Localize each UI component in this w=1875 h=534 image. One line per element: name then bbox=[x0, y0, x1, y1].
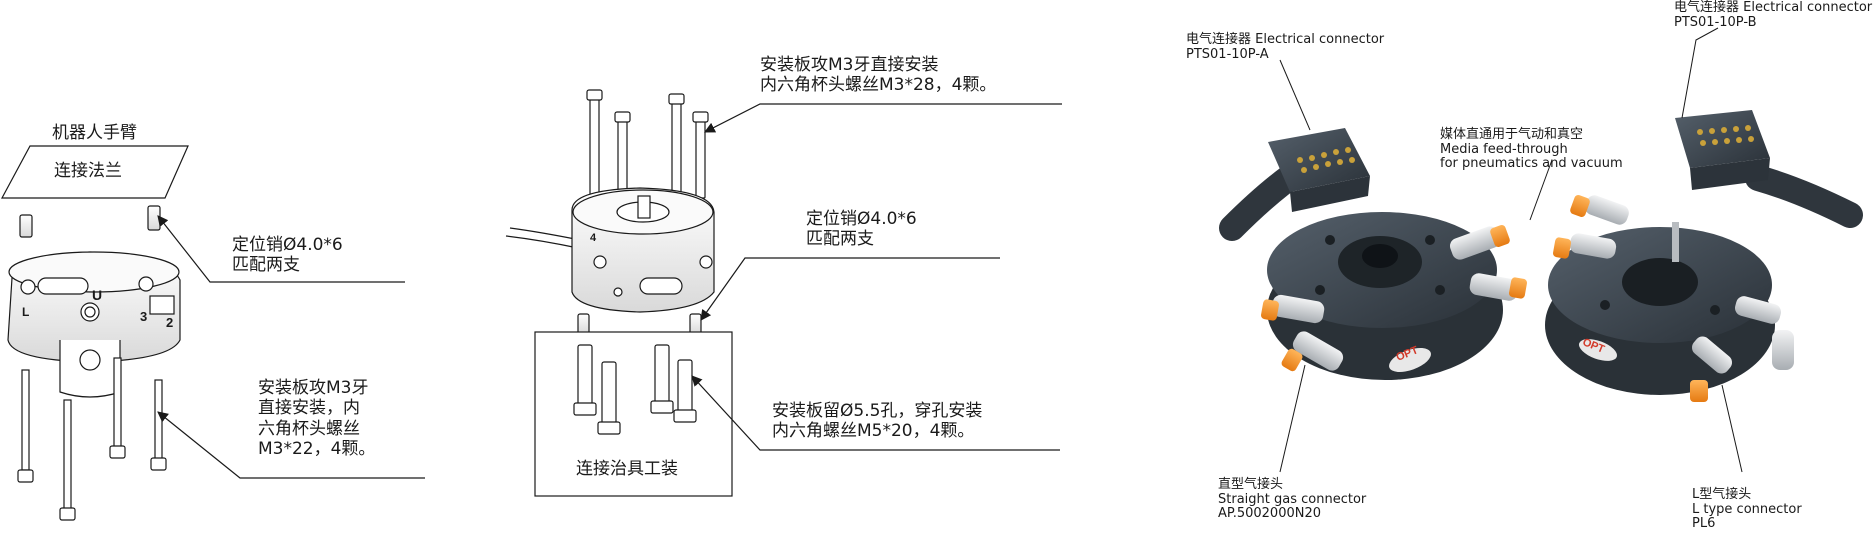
l-type-connector-label: L型气接头 L type connector PL6 bbox=[1692, 487, 1802, 532]
left-screw-note-line3: 六角杯头螺丝 bbox=[258, 418, 360, 439]
middle-hole-note: 安装板留Ø5.5孔，穿孔安装 内六角螺丝M5*20，4颗。 bbox=[772, 401, 983, 441]
connector-a-line2: PTS01-10P-A bbox=[1186, 46, 1269, 62]
left-pin-note-line2: 匹配两支 bbox=[232, 254, 300, 275]
straight-connector-label: 直型气接头 Straight gas connector AP.5002000N… bbox=[1218, 477, 1367, 522]
straight-connector-line3: AP.5002000N20 bbox=[1218, 506, 1322, 522]
l-type-connector-line3: PL6 bbox=[1692, 516, 1716, 532]
left-pin-note-line1: 定位销Ø4.0*6 bbox=[232, 235, 343, 255]
mark-2: 2 bbox=[166, 315, 174, 330]
left-screw-note: 安装板攻M3牙 直接安装，内 六角杯头螺丝 M3*22，4颗。 bbox=[258, 378, 375, 460]
middle-top-note-line1: 安装板攻M3牙直接安装 bbox=[760, 55, 939, 75]
middle-bottom-screws bbox=[573, 344, 697, 435]
l-type-connector-line2: L type connector bbox=[1692, 501, 1802, 517]
fittings-right bbox=[1553, 194, 1794, 402]
middle-assembly bbox=[505, 89, 1062, 497]
fixture-box bbox=[534, 331, 733, 497]
right-product-photo bbox=[1219, 27, 1863, 473]
left-pin-note: 定位销Ø4.0*6 匹配两支 bbox=[232, 235, 343, 275]
l-type-connector-line1: L型气接头 bbox=[1692, 487, 1752, 502]
middle-top-note: 安装板攻M3牙直接安装 内六角杯头螺丝M3*28，4颗。 bbox=[760, 55, 997, 95]
mark-u: U bbox=[92, 287, 103, 303]
media-feed-label: 媒体直通用于气动和真空 Media feed-through for pneum… bbox=[1440, 127, 1623, 172]
middle-top-note-line2: 内六角杯头螺丝M3*28，4颗。 bbox=[760, 74, 997, 95]
left-screw-note-line4: M3*22，4颗。 bbox=[258, 439, 376, 460]
left-screw-note-line2: 直接安装，内 bbox=[258, 398, 360, 419]
middle-pin-note: 定位销Ø4.0*6 匹配两支 bbox=[806, 209, 917, 249]
left-assembly bbox=[0, 145, 425, 521]
connector-b bbox=[1675, 110, 1770, 190]
flange-label: 连接法兰 bbox=[54, 161, 122, 181]
middle-hole-note-line1: 安装板留Ø5.5孔，穿孔安装 bbox=[772, 401, 983, 421]
middle-top-screws bbox=[586, 89, 709, 209]
puck-right bbox=[1545, 194, 1794, 402]
middle-hole-note-line2: 内六角螺丝M5*20，4颗。 bbox=[772, 420, 975, 441]
connector-a-label: 电气连接器 Electrical connector PTS01-10P-A bbox=[1186, 32, 1385, 62]
mark-4: 4 bbox=[590, 232, 597, 244]
left-screw-note-line1: 安装板攻M3牙 bbox=[258, 378, 369, 398]
flange-plate bbox=[0, 145, 189, 199]
puck-left bbox=[1261, 212, 1527, 380]
straight-fittings-left bbox=[1261, 224, 1527, 372]
connector-a-line1: 电气连接器 Electrical connector bbox=[1186, 32, 1385, 47]
middle-pin-note-line2: 匹配两支 bbox=[806, 228, 874, 249]
media-feed-line3: for pneumatics and vacuum bbox=[1440, 156, 1623, 172]
media-feed-line2: Media feed-through bbox=[1440, 141, 1568, 157]
straight-connector-line2: Straight gas connector bbox=[1218, 491, 1367, 507]
fixture-label: 连接治具工装 bbox=[576, 459, 678, 479]
connector-a bbox=[1268, 128, 1370, 212]
connector-b-label: 电气连接器 Electrical connector PTS01-10P-B bbox=[1674, 0, 1873, 30]
connector-b-line2: PTS01-10P-B bbox=[1674, 14, 1757, 30]
locating-pin-left bbox=[19, 205, 161, 238]
middle-pin-note-line1: 定位销Ø4.0*6 bbox=[806, 209, 917, 229]
robot-arm-label: 机器人手臂 bbox=[52, 123, 137, 143]
connector-b-line1: 电气连接器 Electrical connector bbox=[1674, 0, 1873, 15]
media-feed-line1: 媒体直通用于气动和真空 bbox=[1440, 127, 1584, 142]
mark-3: 3 bbox=[140, 309, 148, 324]
mark-l: L bbox=[22, 305, 30, 319]
straight-connector-line1: 直型气接头 bbox=[1218, 477, 1284, 492]
middle-pin bbox=[577, 313, 590, 335]
